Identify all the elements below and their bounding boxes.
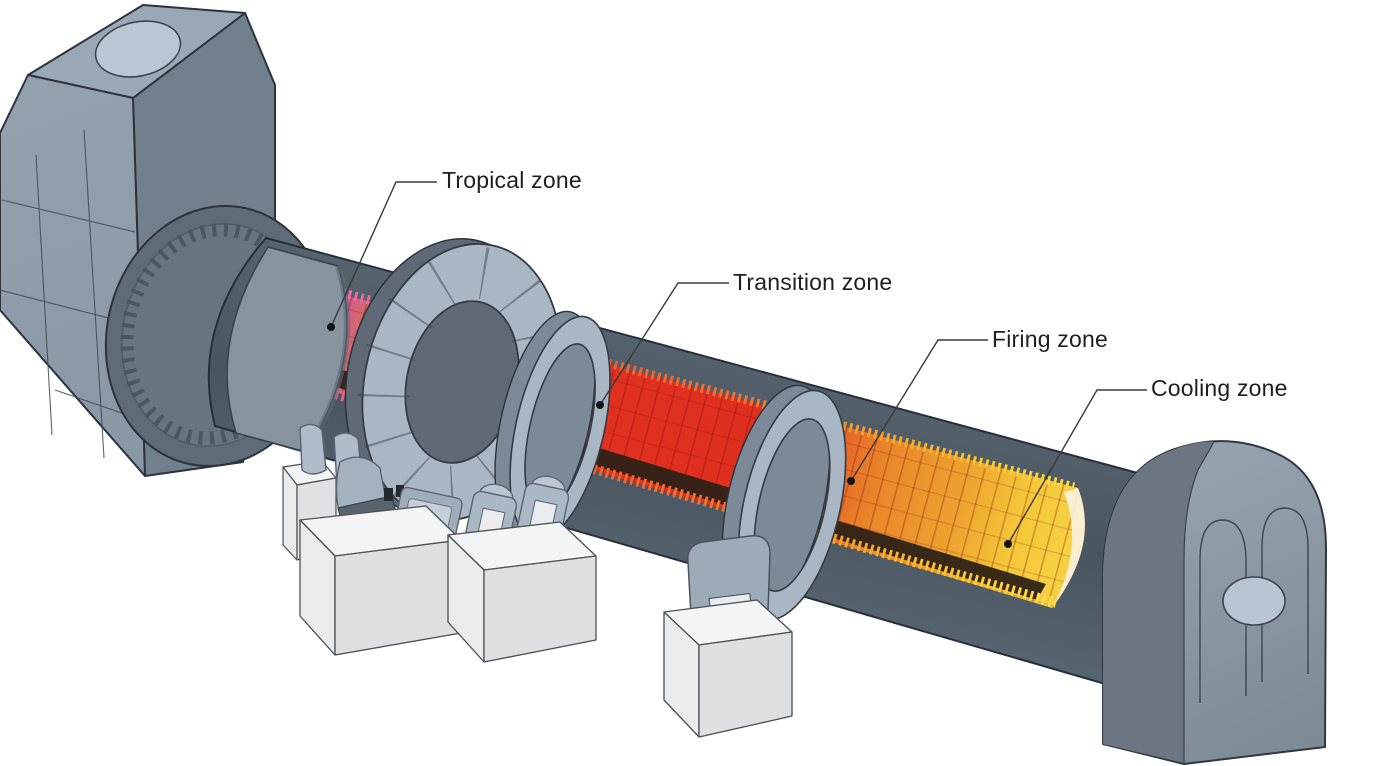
label-tropical-zone: Tropical zone [442,167,582,193]
drive-bolt-2 [396,485,404,497]
drive-bolt-1 [384,488,393,501]
label-firing-zone: Firing zone [992,326,1108,352]
hood-top-vent [94,20,182,78]
foundation-block-1 [299,505,462,656]
dome-arch-panel-left [1199,519,1247,703]
cut-top-brick-edge [334,286,1076,492]
dome-oval-plate [1222,576,1286,626]
label-transition-zone: Transition zone [733,269,893,295]
label-cooling-zone: Cooling zone [1151,375,1288,401]
foundation-block-3 [663,599,793,738]
riding-ring-1 [494,310,611,541]
leader-dot-tropical [327,323,335,331]
support-station-2 [447,475,597,663]
leader-cooling [1007,389,1147,545]
leader-dot-cooling [1004,540,1012,548]
dome-band-edge [1183,441,1215,763]
outlet-hood [1102,440,1327,765]
leader-tropical [330,181,437,328]
cut-end-face [1052,488,1085,608]
foundation-block-2 [447,521,597,663]
leader-dots [327,323,1012,548]
dome-side-band [1103,441,1214,763]
leader-dot-transition [596,401,604,409]
leader-firing [850,339,988,482]
dome-arch-panel-right [1261,507,1309,682]
leader-dot-firing [847,477,855,485]
support-station-3 [663,535,793,738]
support-station-drive [282,423,463,656]
roller-arm-1 [299,423,327,475]
leader-lines [330,181,1147,545]
leader-transition [599,282,729,406]
